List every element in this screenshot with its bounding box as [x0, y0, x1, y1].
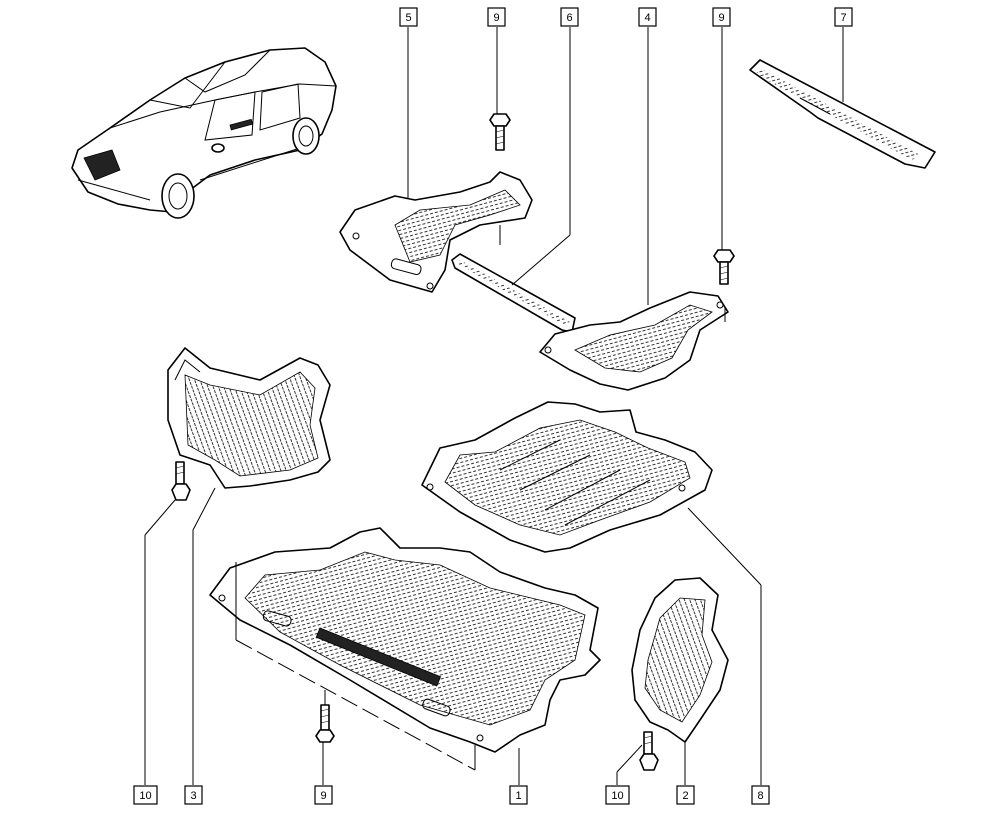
callout-7-label: 7 — [840, 12, 846, 24]
callout-9-bottom: 9 — [314, 785, 333, 805]
callout-2-label: 2 — [682, 790, 688, 802]
callout-6: 6 — [560, 7, 579, 27]
part-3-liner — [167, 347, 331, 489]
callout-10-right: 10 — [605, 785, 630, 805]
callout-5-label: 5 — [405, 12, 411, 24]
callout-7: 7 — [834, 7, 853, 27]
screw-10-right — [639, 731, 659, 771]
callout-9-right: 9 — [712, 7, 731, 27]
callout-8: 8 — [751, 785, 770, 805]
callout-4-label: 4 — [644, 12, 650, 24]
part-8-tray — [421, 401, 713, 553]
part-6-strip — [451, 253, 576, 333]
callout-1-label: 1 — [515, 790, 521, 802]
callout-5: 5 — [399, 7, 418, 27]
part-7-strip — [749, 59, 936, 169]
callout-4: 4 — [638, 7, 657, 27]
callout-10b-label: 10 — [611, 790, 623, 802]
callout-6-label: 6 — [566, 12, 572, 24]
callout-8-label: 8 — [757, 790, 763, 802]
callout-9b-label: 9 — [718, 12, 724, 24]
callout-1: 1 — [509, 785, 528, 805]
leader-lines — [144, 27, 844, 785]
callout-3-label: 3 — [190, 790, 196, 802]
screw-9-right — [713, 249, 735, 285]
callout-9-top: 9 — [487, 7, 506, 27]
part-4-shield — [539, 291, 729, 391]
callout-9a-label: 9 — [493, 12, 499, 24]
callout-2: 2 — [676, 785, 695, 805]
callout-9c-label: 9 — [320, 790, 326, 802]
callout-10-left: 10 — [133, 785, 158, 805]
screw-10-left — [171, 461, 191, 501]
screw-9-top — [489, 113, 511, 151]
car-illustration — [71, 47, 337, 219]
screw-9-bottom — [315, 690, 335, 743]
part-5-shield — [339, 171, 533, 293]
part-1-undertray — [209, 527, 601, 771]
callout-3: 3 — [184, 785, 203, 805]
callout-10a-label: 10 — [139, 790, 151, 802]
part-2-liner — [631, 577, 729, 743]
